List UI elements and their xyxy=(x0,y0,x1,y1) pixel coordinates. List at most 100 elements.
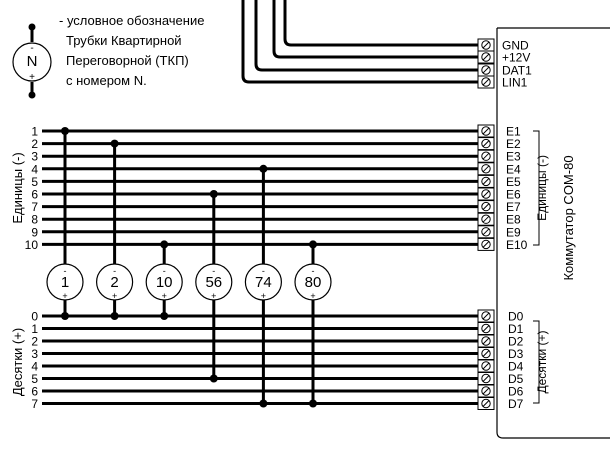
tens-row-number: 0 xyxy=(31,310,38,324)
terminal-d1-screw-slot xyxy=(482,325,490,332)
terminal-e6-screw-slot xyxy=(482,190,490,198)
terminal-e5-screw-slot xyxy=(482,178,490,185)
wire-12v xyxy=(272,0,478,59)
units-row-number: 2 xyxy=(31,137,38,151)
units-bracket: Единицы (-) xyxy=(533,130,549,246)
terminal-d0-screw-slot xyxy=(482,312,490,320)
top-wires xyxy=(241,0,478,84)
units-bracket-label: Единицы (-) xyxy=(535,155,549,221)
legend-minus: - xyxy=(30,43,33,54)
terminal-label: D6 xyxy=(508,385,524,399)
terminal-label: D0 xyxy=(508,310,524,324)
junction-dot xyxy=(160,240,169,249)
handset-number: 10 xyxy=(156,274,173,291)
junction-dot xyxy=(61,312,69,320)
handset-symbol xyxy=(294,263,332,301)
terminal-label: E7 xyxy=(506,200,521,214)
units-row-number: 9 xyxy=(31,225,38,239)
tens-bracket-line xyxy=(533,320,540,404)
wire-lin1 xyxy=(241,0,478,84)
switch-label: Коммутатор COM-80 xyxy=(561,155,576,280)
terminal-label: D2 xyxy=(508,335,524,349)
units-row-number: 5 xyxy=(31,175,38,189)
handset-plus: + xyxy=(62,291,67,301)
terminal-label: E9 xyxy=(506,225,521,239)
units-row-number: 1 xyxy=(31,125,38,139)
units-row-number: 6 xyxy=(31,188,38,202)
units-bracket-line xyxy=(533,130,540,246)
terminal-12v-screw-slot xyxy=(482,53,490,61)
handset-minus: - xyxy=(212,266,215,276)
legend-bus-dot-bottom xyxy=(28,91,36,99)
handset-minus: - xyxy=(163,266,166,276)
terminal-label: D4 xyxy=(508,360,524,374)
terminal-label: GND xyxy=(502,39,529,53)
wire-gnd xyxy=(283,0,478,47)
terminal-label: E8 xyxy=(506,213,521,227)
legend-text-2: Трубки Квартирной xyxy=(66,33,182,48)
legend-plus: + xyxy=(29,72,35,83)
terminal-d7-screw-slot xyxy=(482,400,490,407)
legend-text-3: Переговорной (ТКП) xyxy=(66,53,189,68)
terminal-e3-screw-slot xyxy=(482,152,490,160)
legend: - N + - условное обозначение Трубки Квар… xyxy=(12,13,204,99)
terminal-d4-screw-slot xyxy=(482,362,490,370)
terminal-e9-screw-slot xyxy=(482,228,490,236)
legend-text-4: с номером N. xyxy=(66,73,147,88)
terminal-e2-screw-slot xyxy=(482,140,490,147)
terminal-e1-screw-slot xyxy=(482,127,490,135)
junction-dot xyxy=(160,312,169,320)
terminal-label: E2 xyxy=(506,137,521,151)
terminal-e4-screw-slot xyxy=(482,165,490,173)
terminal-label: E1 xyxy=(506,125,521,139)
terminal-label: D7 xyxy=(508,397,524,411)
handset-1: -1+ xyxy=(46,127,84,320)
junction-dot xyxy=(259,164,268,173)
terminal-label: DAT1 xyxy=(502,64,532,78)
units-row-number: 10 xyxy=(25,238,39,252)
terminal-label: D3 xyxy=(508,347,524,361)
terminal-e7-screw-slot xyxy=(482,203,490,210)
terminal-label: D5 xyxy=(508,372,524,386)
terminal-d2-screw-slot xyxy=(482,337,490,345)
junction-dot xyxy=(309,399,317,408)
terminal-gnd-screw-slot xyxy=(482,41,490,49)
handset-56: -56+ xyxy=(195,190,233,383)
tens-row-number: 1 xyxy=(31,322,38,336)
handset-2: -2+ xyxy=(95,139,134,320)
units-row-number: 8 xyxy=(31,213,38,227)
handset-number: 74 xyxy=(255,274,272,291)
switch-body xyxy=(496,27,610,439)
terminal-lin1-screw-slot xyxy=(482,78,490,86)
handset-80: -80+ xyxy=(294,240,332,408)
tens-bracket-label: Десятки (+) xyxy=(535,330,549,393)
handset-symbol xyxy=(95,263,134,301)
terminal-d3-screw-slot xyxy=(482,350,490,357)
terminal-e8-screw-slot xyxy=(482,215,490,223)
tens-row-number: 5 xyxy=(31,372,38,386)
junction-dot xyxy=(110,312,119,320)
tens-row-number: 2 xyxy=(31,335,38,349)
junction-dot xyxy=(259,399,268,408)
handset-number: 1 xyxy=(61,274,69,291)
units-group-label: Единицы (-) xyxy=(10,152,25,223)
tens-row-number: 7 xyxy=(31,397,38,411)
handset-plus: + xyxy=(211,291,216,301)
handset-number: 80 xyxy=(305,274,322,291)
terminal-label: E5 xyxy=(506,175,521,189)
terminal-label: +12V xyxy=(502,51,530,65)
terminal-label: LIN1 xyxy=(502,76,528,90)
handset-minus: - xyxy=(262,266,265,276)
legend-handset-symbol xyxy=(12,42,52,82)
units-row-number: 7 xyxy=(31,200,38,214)
handset-symbol xyxy=(145,263,183,301)
handset-74: -74+ xyxy=(244,164,282,408)
tens-row-number: 4 xyxy=(31,360,38,374)
legend-bus-dot-top xyxy=(28,23,36,31)
terminal-label: E6 xyxy=(506,188,521,202)
legend-symbol-letter: N xyxy=(27,53,38,70)
handset-plus: + xyxy=(261,291,266,301)
